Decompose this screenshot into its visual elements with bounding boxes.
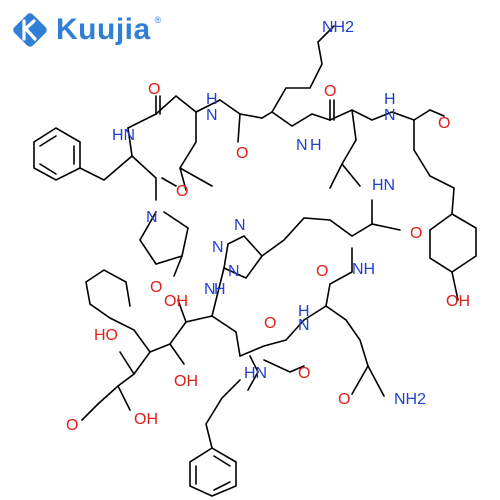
oh-label-1: OH <box>164 293 188 310</box>
o-label-6: O <box>410 225 422 242</box>
registered-mark: ® <box>154 15 162 25</box>
n-label-6: N <box>298 317 310 334</box>
nh-label-3: NH <box>352 261 375 278</box>
n-label-nh1: N <box>296 137 308 154</box>
hn-label-2: HN <box>112 127 135 144</box>
o-label-ald: O <box>66 417 78 434</box>
o-label-7: O <box>150 279 162 296</box>
h-label-nh1: H <box>310 137 322 154</box>
h-label-6: H <box>298 303 310 320</box>
oh-tyr-label: OH <box>446 293 470 310</box>
kuujia-logo: Kuujia ® <box>10 10 163 50</box>
nh2-top-label: NH2 <box>322 19 354 36</box>
triazole-n-label-3: N <box>228 263 240 280</box>
oh-label-2: OH <box>174 373 198 390</box>
n-label-3: N <box>384 107 396 124</box>
nh2-amide-label: NH2 <box>394 391 426 408</box>
o-label-1: O <box>148 81 160 98</box>
bonds <box>33 25 477 497</box>
h-label-4: H <box>214 281 226 298</box>
h-label-1: H <box>206 91 218 108</box>
triazole-n-label-2: N <box>212 239 224 256</box>
triazole-n-label-1: N <box>234 217 246 234</box>
o-label-2: O <box>236 145 248 162</box>
kuujia-logo-icon <box>10 10 50 50</box>
n-label-pro: N <box>146 209 158 226</box>
o-label-3: O <box>324 83 336 100</box>
h-label-3: H <box>384 91 396 108</box>
o-label-12: O <box>338 391 350 408</box>
o-label-8: O <box>316 263 328 280</box>
n-label-4: N <box>204 281 216 298</box>
hn-label-5: HN <box>244 365 267 382</box>
oh-label-3: OH <box>134 411 158 428</box>
o-label-5: O <box>176 183 188 200</box>
hn-label-nh2: HN <box>372 177 395 194</box>
ho-label-1: HO <box>94 327 118 344</box>
brand-name: Kuujia <box>56 13 151 46</box>
o-label-4: O <box>438 115 450 132</box>
n-label-1: N <box>206 107 218 124</box>
o-label-9: O <box>264 315 276 332</box>
o-label-10: O <box>298 365 310 382</box>
